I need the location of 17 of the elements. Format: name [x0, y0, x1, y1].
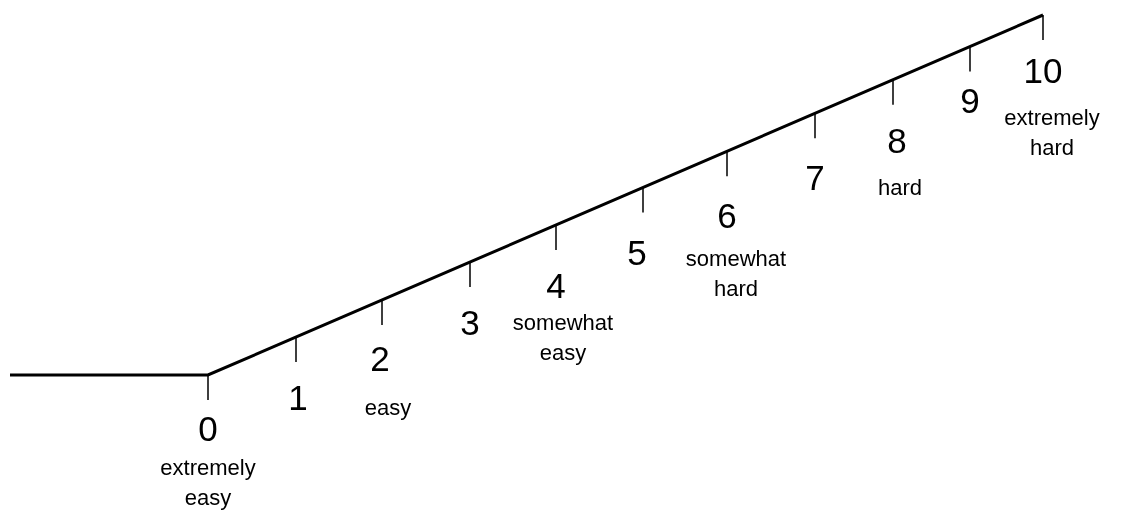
- scale-number: 6: [717, 197, 737, 233]
- scale-number: 2: [370, 340, 390, 376]
- scale-descriptor: hard: [878, 174, 922, 202]
- scale-descriptor: extremely easy: [160, 454, 256, 512]
- scale-number: 8: [887, 122, 907, 158]
- scale-number: 5: [627, 234, 647, 270]
- scale-descriptor: extremely hard: [1004, 104, 1100, 162]
- scale-descriptor: somewhat hard: [685, 245, 787, 303]
- scale-number: 4: [546, 267, 566, 303]
- scale-descriptor: somewhat easy: [512, 309, 614, 367]
- scale-number: 0: [198, 410, 218, 446]
- scale-number: 10: [1023, 52, 1063, 88]
- scale-number: 1: [288, 379, 308, 415]
- scale-number: 9: [960, 82, 980, 118]
- scale-number: 7: [805, 159, 825, 195]
- scale-descriptor: easy: [364, 394, 412, 422]
- scale-number: 3: [460, 304, 480, 340]
